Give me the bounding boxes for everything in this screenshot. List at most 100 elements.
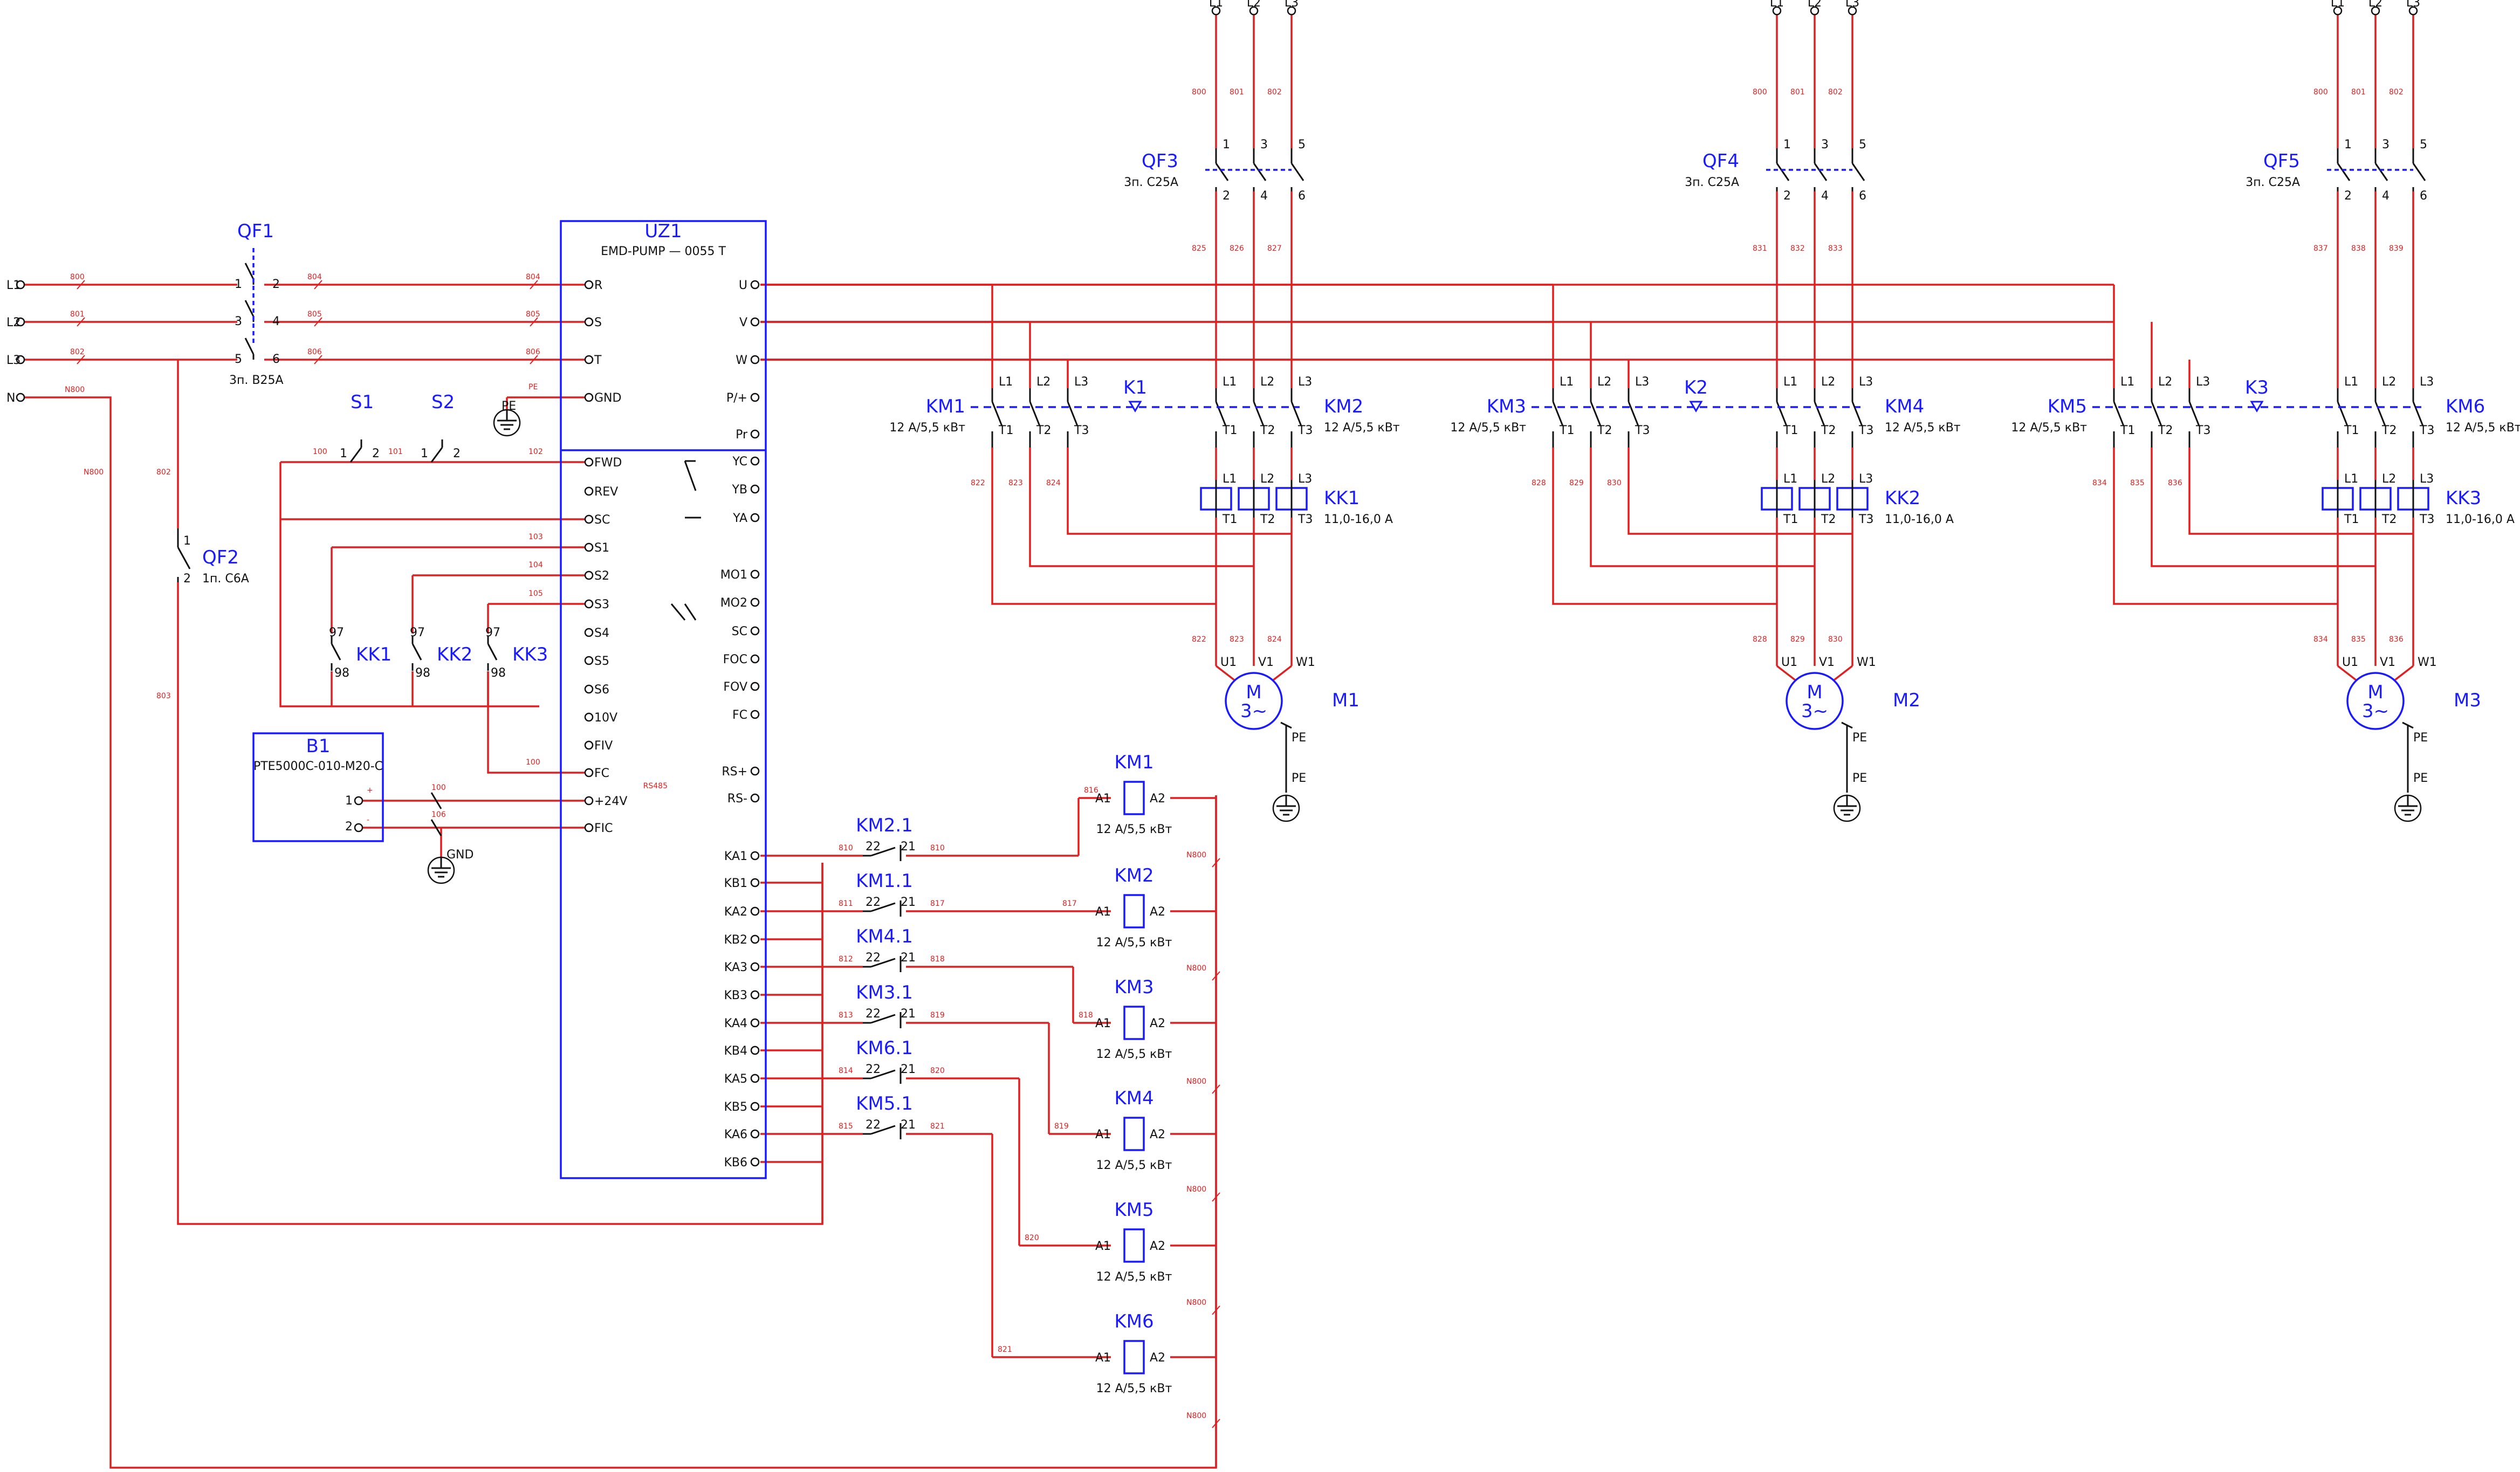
qf-pin: 3 [1821,138,1829,152]
interlock-contact [870,902,896,912]
wire-label: N800 [1186,1412,1206,1420]
contact-bottom-label: T1 [1559,424,1574,437]
device-line [2151,401,2162,427]
group2-line-terminal [1772,6,1782,16]
wire-mark [530,280,538,290]
group-km-right-rating: 12 A/5,5 кВт [1324,421,1400,435]
wire-label: 821 [930,1122,945,1131]
vfd-pin-rev [584,486,594,496]
qf-pin: 2 [1223,189,1230,203]
kk-bottom-label: T2 [1260,513,1275,526]
vfd-out-label: W [736,354,747,367]
interlock-contact [870,958,896,968]
wire-label: 819 [930,1011,945,1020]
wire-pe-label: PE [528,383,538,391]
wire-label: 811 [839,899,853,908]
sensor-b1-box [252,732,384,842]
wire-label: 102 [528,448,543,456]
wire-label: 810 [839,844,853,852]
wire [279,462,539,707]
wire [2337,665,2358,682]
contact-bottom-label: T2 [1036,424,1051,437]
vfd-pin-label: GND [594,391,621,405]
interlock-triangle [1128,401,1142,412]
kk-bottom-label: T1 [2344,513,2359,526]
qf-pin: 3 [1260,138,1268,152]
device-line [1029,401,1041,427]
wire-label: 805 [526,310,540,319]
device-line [1290,401,1302,427]
sensor-model: PTE5000C-010-M20-C [253,760,383,773]
interlock-pin: 22 [866,1007,881,1021]
contact-bottom-label: T2 [1821,424,1836,437]
contact-bottom-label: T3 [2195,424,2210,437]
group-line-label: L2 [1808,0,1822,10]
vfd-pin-s6 [584,684,594,694]
vfd-out-3 [750,393,760,402]
vfd-ka-label: KA2 [724,905,747,919]
contact-top-label: L1 [2344,375,2358,389]
qf2-pin: 1 [183,534,191,548]
s2-label: S2 [431,391,455,413]
motor-m1 [1225,672,1283,730]
s1-label: S1 [351,391,374,413]
contact-top-label: L2 [1821,375,1835,389]
qf1-pin: 2 [272,278,280,291]
vfd-pin-10v [584,712,594,722]
wire-label: 821 [998,1345,1012,1354]
interlock-km1-1: KM1.1 [856,870,913,892]
interlock-km2-1: KM2.1 [856,815,913,836]
group-km-left-rating: 12 A/5,5 кВт [2011,421,2087,435]
coil-a2: A2 [1150,792,1165,806]
device-line [1776,401,1788,427]
group-kk-label: KK3 [2446,487,2481,509]
motor-pe-label: PE [1852,731,1867,745]
coil-rating: 12 A/5,5 кВт [1096,936,1172,950]
wire-label: 814 [839,1067,853,1075]
vfd-pin-s1 [584,542,594,552]
vfd-pin-label: S2 [594,569,609,583]
interlock-pin: 22 [866,840,881,854]
qf-pin: 4 [1260,189,1268,203]
kk-bottom-label: T3 [1858,513,1873,526]
qf1-label: QF1 [237,221,274,242]
coil-a2: A2 [1150,1128,1165,1141]
vfd-pin-label: FIC [594,822,613,835]
wire-label: 819 [1054,1122,1069,1131]
vfd-rs-label: RS+ [722,765,747,779]
vfd-ka-label: KB1 [724,877,747,890]
vfd-pin-label: +24V [594,795,627,808]
coil-rating: 12 A/5,5 кВт [1096,823,1172,836]
wire [1272,665,1293,682]
wire-label: 835 [2130,479,2145,487]
motor-pin-label: W1 [1857,656,1876,669]
motor-subtitle: 3~ [2362,700,2389,722]
vfd-ka-label: KA1 [724,850,747,863]
interlock-pin: 21 [901,840,916,854]
group-interlock-label: K3 [2245,377,2269,398]
wire-label: 802 [1828,88,1843,97]
kk-pin: 97 [329,626,344,639]
vfd-ka-terminal [750,962,760,972]
sensor-gnd-label: GND [447,848,473,862]
interlock-pin: 21 [901,951,916,965]
contact-bottom-label: T3 [1074,424,1089,437]
wire-mark [1212,971,1220,981]
interlock-pin: 22 [866,951,881,965]
contact-bottom-label: T1 [1222,424,1237,437]
qf-pin: 6 [2420,189,2427,203]
motor-label: M3 [2454,690,2481,711]
wire-mark [77,355,85,364]
supply-terminal-l2 [16,317,25,327]
device-line [2374,401,2386,427]
qf-pin: 6 [1298,189,1306,203]
contact-top-label: L2 [2382,375,2396,389]
vfd-mo-terminal [750,682,760,691]
qf1-pin: 6 [272,353,280,366]
group-km-left-rating: 12 A/5,5 кВт [889,421,965,435]
group-line-label: L3 [2406,0,2420,10]
qf-pin: 1 [1223,138,1230,152]
wire-label: 815 [839,1122,853,1131]
vfd-pin-s5 [584,656,594,665]
vfd-out-0 [750,280,760,290]
